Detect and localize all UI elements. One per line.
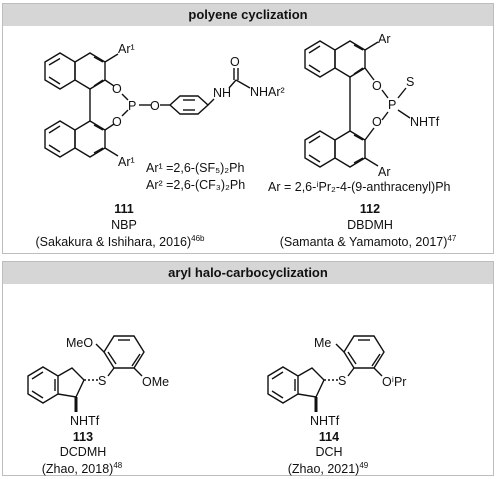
compound-number-113: 113 [73, 430, 93, 444]
label-s-113: S [98, 374, 106, 388]
compound-number-112: 112 [360, 202, 380, 216]
label-p-112: P [388, 98, 396, 112]
label-o-link: O [150, 99, 160, 113]
label-ar-bottom: Ar [378, 165, 391, 179]
compound-number-114: 114 [319, 430, 339, 444]
label-oipr: OⁱPr [382, 375, 406, 389]
label-ome: OMe [142, 375, 169, 389]
label-ar1-top: Ar¹ [118, 42, 135, 56]
compound-name-114: DCH [315, 445, 342, 459]
label-s-114: S [338, 374, 346, 388]
label-nhtf-112: NHTf [410, 115, 440, 129]
label-me: Me [314, 336, 331, 350]
section-header-aryl-halo: aryl halo-carbocyclization [3, 262, 493, 284]
ar-definition-112: Ar = 2,6-ⁱPr₂-4-(9-anthracenyl)Ph [268, 180, 451, 194]
label-s-112: S [406, 75, 414, 89]
citation-111: (Sakakura & Ishihara, 2016)46b [36, 234, 206, 249]
label-o-upper-112: O [372, 79, 382, 93]
section-header-polyene: polyene cyclization [3, 4, 493, 26]
label-o-lower-112: O [372, 115, 382, 129]
ar1-definition: Ar¹ =2,6-(SF₅)₂Ph [146, 161, 244, 175]
citation-114: (Zhao, 2021)49 [288, 461, 369, 476]
label-ar1-bottom: Ar¹ [118, 155, 135, 169]
label-o-upper: O [112, 82, 122, 96]
compound-number-111: 111 [114, 202, 134, 216]
compound-name-113: DCDMH [60, 445, 107, 459]
ar2-definition: Ar² =2,6-(CF₃)₂Ph [146, 178, 245, 192]
compound-name-111: NBP [111, 218, 137, 232]
label-p: P [128, 99, 136, 113]
label-o-lower: O [112, 115, 122, 129]
label-nhar2: NHAr² [250, 85, 285, 99]
label-o-carbonyl: O [230, 55, 240, 69]
compound-name-112: DBDMH [347, 218, 393, 232]
label-nhtf-113: NHTf [70, 414, 100, 428]
citation-113: (Zhao, 2018)48 [42, 461, 123, 476]
citation-112: (Samanta & Yamamoto, 2017)47 [280, 234, 457, 249]
label-meo: MeO [66, 336, 93, 350]
label-nh: NH [213, 86, 231, 100]
label-ar-top: Ar [378, 32, 391, 46]
label-nhtf-114: NHTf [310, 414, 340, 428]
